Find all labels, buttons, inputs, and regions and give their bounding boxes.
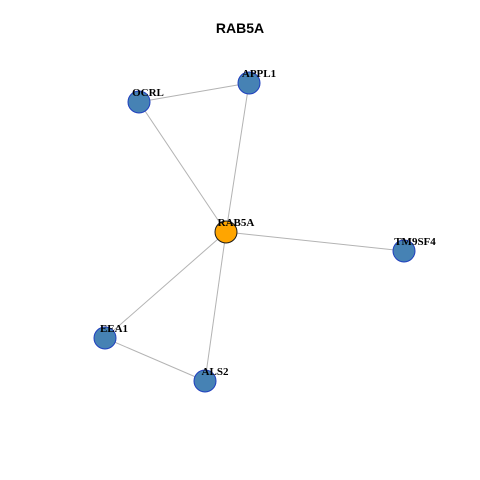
node-label-ocrl: OCRL bbox=[132, 87, 164, 99]
node-ocrl[interactable]: OCRL bbox=[127, 87, 164, 114]
edge-rab5a-tm9sf4 bbox=[225, 231, 405, 252]
node-label-appl1: APPL1 bbox=[242, 68, 276, 80]
edge-ocrl-rab5a bbox=[138, 101, 227, 233]
node-circle-tm9sf4[interactable] bbox=[392, 239, 416, 263]
graph-title: RAB5A bbox=[215, 20, 265, 36]
node-circle-eea1[interactable] bbox=[93, 326, 117, 350]
edges-layer bbox=[104, 82, 405, 382]
node-circle-ocrl[interactable] bbox=[127, 90, 151, 114]
node-tm9sf4[interactable]: TM9SF4 bbox=[392, 236, 436, 263]
edge-ocrl-appl1 bbox=[138, 82, 250, 103]
edge-appl1-rab5a bbox=[225, 82, 250, 233]
node-label-rab5a: RAB5A bbox=[218, 217, 255, 229]
node-eea1[interactable]: EEA1 bbox=[93, 323, 128, 350]
node-circle-als2[interactable] bbox=[193, 369, 217, 393]
node-appl1[interactable]: APPL1 bbox=[237, 68, 276, 95]
node-circle-rab5a[interactable] bbox=[214, 220, 238, 244]
node-label-eea1: EEA1 bbox=[100, 323, 128, 335]
edge-eea1-als2 bbox=[104, 337, 206, 382]
node-als2[interactable]: ALS2 bbox=[193, 366, 229, 393]
node-label-tm9sf4: TM9SF4 bbox=[394, 236, 436, 248]
node-rab5a[interactable]: RAB5A bbox=[214, 217, 255, 244]
node-label-als2: ALS2 bbox=[202, 366, 229, 378]
edge-rab5a-eea1 bbox=[104, 231, 227, 339]
edge-rab5a-als2 bbox=[204, 231, 227, 382]
node-circle-appl1[interactable] bbox=[237, 71, 261, 95]
